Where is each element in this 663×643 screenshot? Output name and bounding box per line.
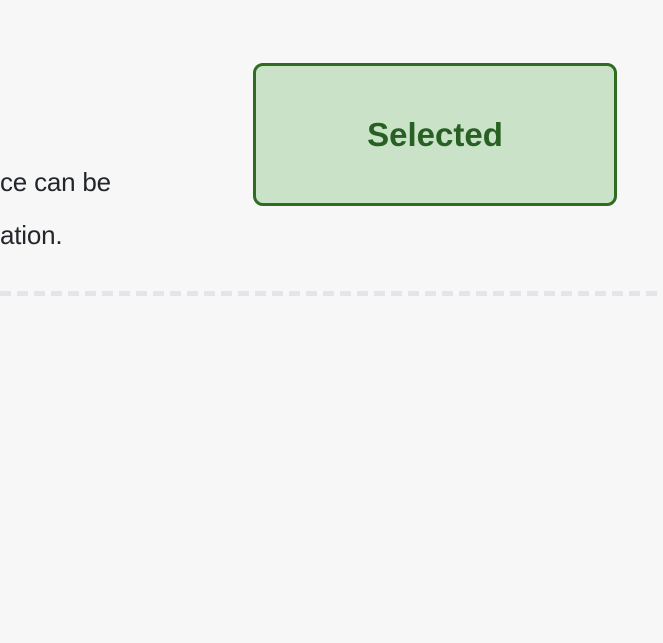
description-line: ce can be xyxy=(0,167,111,197)
option-row-unselected: ession 2 Big Idea of alues) and Select xyxy=(0,300,663,643)
description-line: ation. xyxy=(0,220,63,250)
option-row-selected: ce can be ation. Selected xyxy=(0,0,663,290)
selected-button[interactable]: Selected xyxy=(253,63,617,206)
dashed-divider xyxy=(0,291,663,296)
option-description-selected: ce can be ation. xyxy=(0,156,230,262)
